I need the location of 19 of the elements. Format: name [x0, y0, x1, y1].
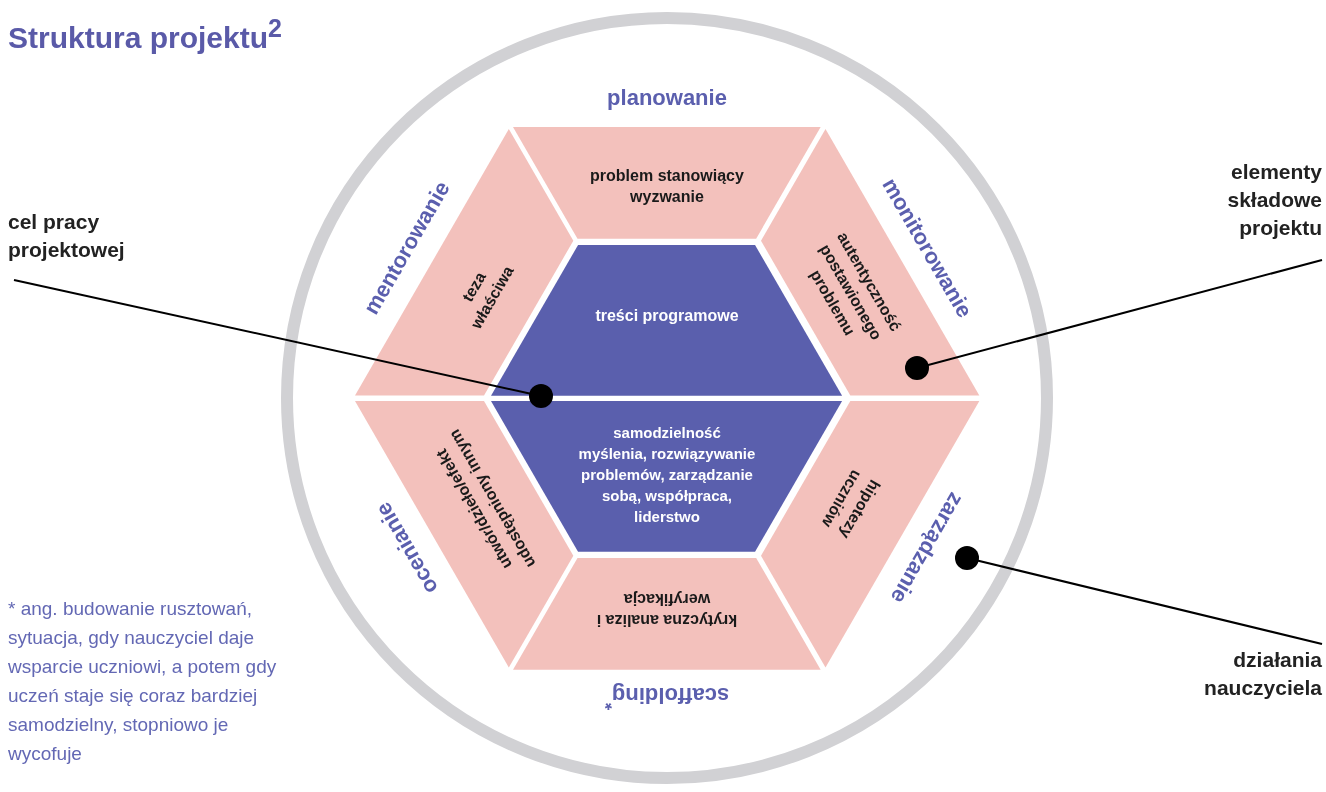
callout-text: cel pracy projektowej — [8, 208, 178, 264]
hexagon-segment — [355, 400, 574, 667]
leader-line — [955, 546, 1323, 645]
hexagon-segment — [760, 129, 979, 396]
ring — [281, 12, 1053, 784]
leader-line — [905, 259, 1323, 380]
hexagon-segment — [513, 126, 821, 239]
callout-text: elementy składowe projektu — [1140, 158, 1322, 242]
title: Struktura projektu$^{2}$ — [8, 14, 282, 55]
segment-text: samodzielność myślenia, rozwiązywanie problemów, zarządzanie sobą, współpraca, liderstwo — [578, 422, 756, 527]
hexagon-segment — [355, 129, 574, 396]
callout-text: działania nauczyciela — [1140, 646, 1322, 702]
hexagon-segment — [760, 400, 979, 667]
segment-text: krytyczna analiza i weryfikacja — [595, 590, 739, 631]
leader-line — [13, 279, 553, 408]
footnote: * ang. budowanie rusztowań, sytuacja, gdy nauczyciel daje wsparcie uczniowi, a potem gdy uczeń staje się coraz bardziej samodzielny, stopniowo je wycofuje — [8, 597, 278, 766]
ring-label: planowanie — [607, 85, 727, 111]
segment-text: problem stanowiący wyzwanie — [589, 166, 745, 207]
segment-text: treści programowe — [595, 305, 739, 326]
